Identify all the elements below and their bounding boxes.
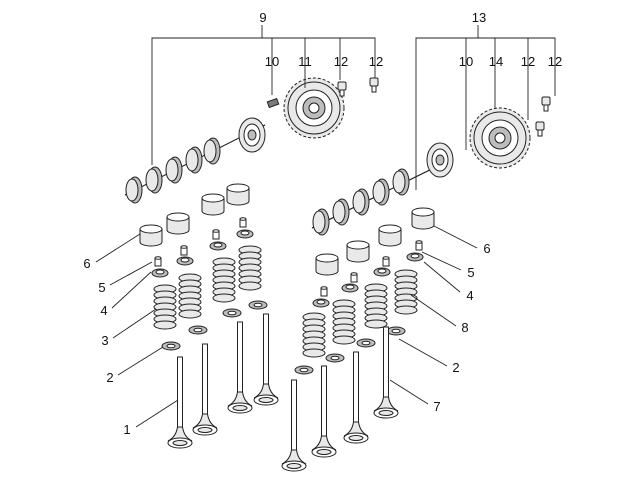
cam-lobe — [125, 176, 143, 204]
callout-13: 13 — [472, 10, 486, 25]
callout-3: 3 — [101, 333, 108, 348]
cam-lobe — [332, 198, 350, 226]
callout-10: 10 — [459, 54, 473, 69]
callout-12: 12 — [334, 54, 348, 69]
cam-lobe — [312, 208, 330, 236]
callout-1: 1 — [123, 422, 130, 437]
callout-12: 12 — [548, 54, 562, 69]
intake-cam-sprocket — [283, 77, 345, 139]
leader-lines — [95, 25, 556, 428]
callout-7: 7 — [433, 399, 440, 414]
callout-2: 2 — [106, 370, 113, 385]
camshaft-sprocket-hub-intake — [238, 117, 266, 153]
sprocket-bolt — [369, 77, 379, 93]
cam-lobe — [165, 156, 183, 184]
cam-lobe — [372, 178, 390, 206]
callout-4: 4 — [466, 288, 473, 303]
callout-12: 12 — [369, 54, 383, 69]
callout-9: 9 — [259, 10, 266, 25]
exhaust-valve-stack-1 — [281, 253, 339, 472]
callout-2: 2 — [452, 360, 459, 375]
exhaust-camshaft — [311, 96, 551, 236]
callout-11: 11 — [298, 54, 312, 69]
callout-5: 5 — [467, 265, 474, 280]
cam-lobe — [145, 166, 163, 194]
callout-5: 5 — [98, 280, 105, 295]
callout-14: 14 — [489, 54, 503, 69]
camshaft-sprocket-hub-exhaust — [426, 142, 454, 178]
callout-6: 6 — [83, 256, 90, 271]
exhaust-cam-sprocket — [469, 107, 531, 169]
sprocket-bolt — [535, 121, 545, 137]
sprocket-bolt — [541, 96, 551, 112]
callout-4: 4 — [100, 303, 107, 318]
callout-8: 8 — [461, 320, 468, 335]
callout-numbers: 9 10 11 12 12 13 10 14 12 12 6 5 4 3 2 1… — [83, 10, 562, 437]
intake-camshaft — [124, 77, 379, 204]
cam-lobe — [392, 168, 410, 196]
cam-lobe — [203, 137, 221, 165]
cam-lobe — [352, 188, 370, 216]
cam-lobe — [185, 146, 203, 174]
callout-6: 6 — [483, 241, 490, 256]
hub-dowel — [266, 97, 280, 109]
callout-12: 12 — [521, 54, 535, 69]
intake-valve-stack-4 — [226, 183, 279, 406]
callout-10: 10 — [265, 54, 279, 69]
